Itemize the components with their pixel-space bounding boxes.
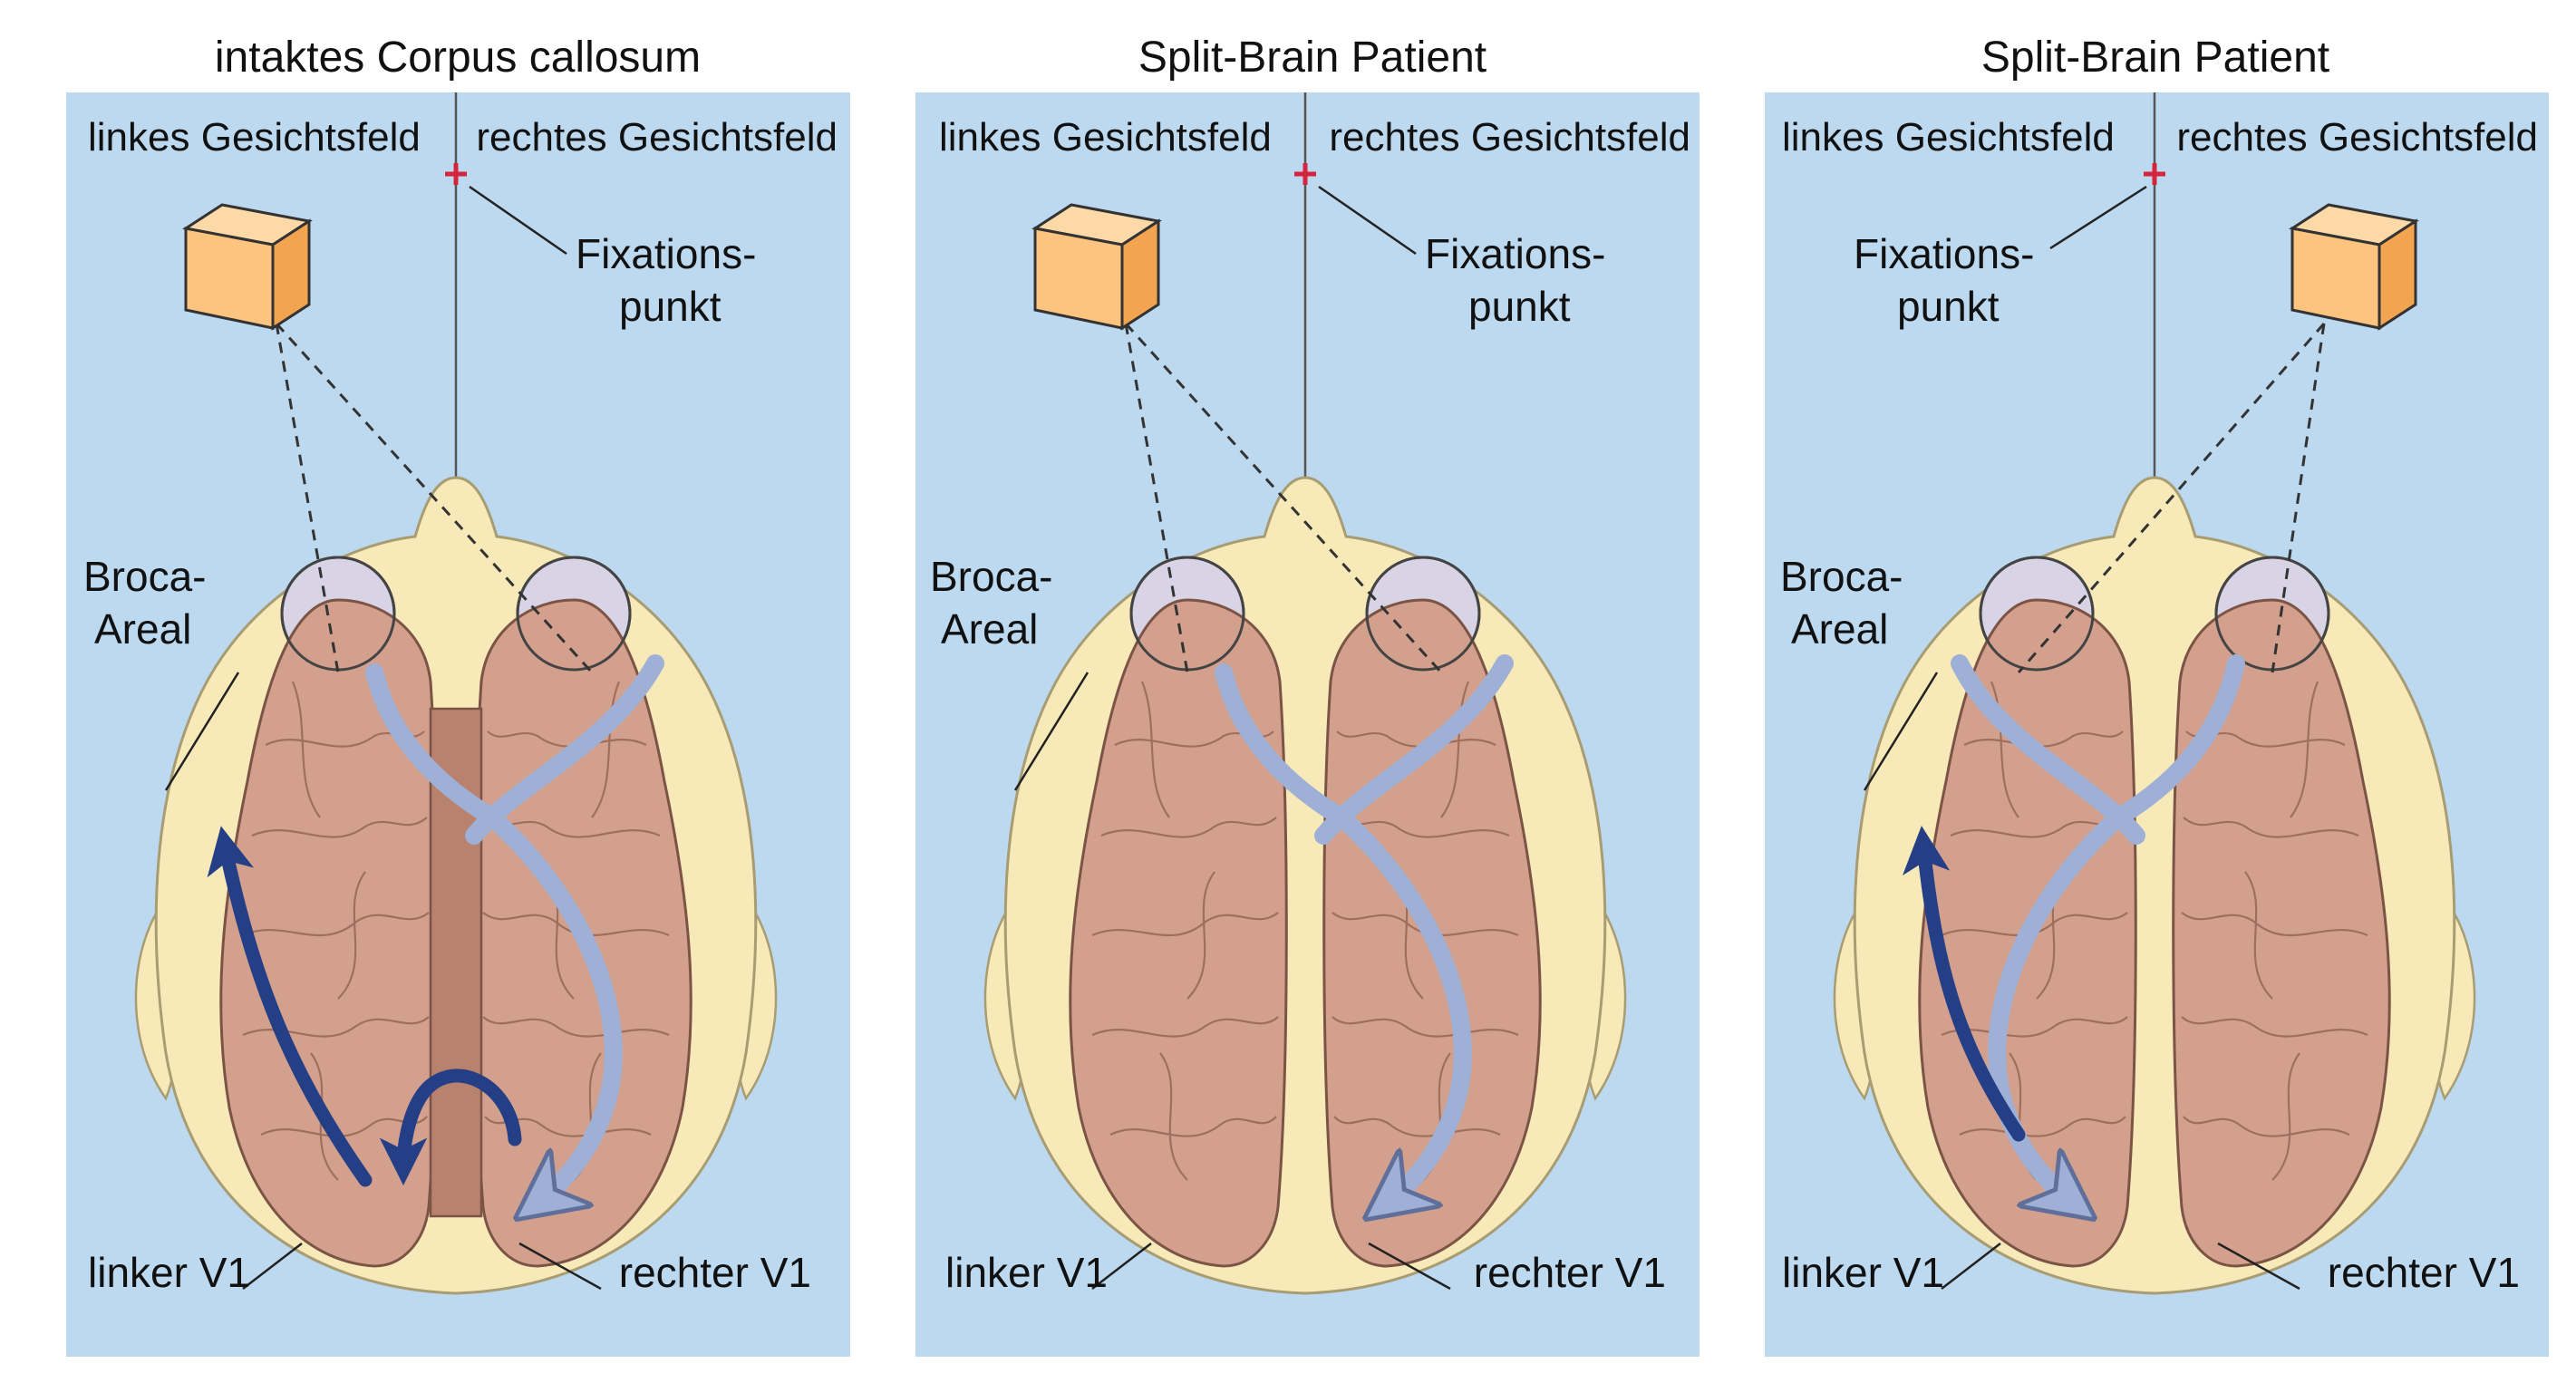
stimulus-cube xyxy=(2290,203,2417,330)
panel-3-fixation-line1: Fixations- xyxy=(1854,230,2034,277)
panel-3-broca-line1: Broca- xyxy=(1780,553,1903,600)
panel-3-fixation-leader xyxy=(2049,185,2147,250)
panel-split-right-stimulus xyxy=(1765,92,2549,1357)
panel-2-right-field: rechtes Gesichtsfeld xyxy=(1329,115,1690,160)
panel-intact xyxy=(66,92,850,1357)
panel-3-broca-line2: Areal xyxy=(1791,605,1888,653)
panel-3-left-v1: linker V1 xyxy=(1782,1249,1944,1296)
panel-3-left-field: linkes Gesichtsfeld xyxy=(1782,115,2115,160)
panel-1-fixation-line2: punkt xyxy=(619,283,721,330)
panel-1-left-v1: linker V1 xyxy=(88,1249,250,1296)
panel-3-title: Split-Brain Patient xyxy=(1981,34,2329,82)
panel-2-title: Split-Brain Patient xyxy=(1138,34,1487,82)
panel-2-fixation-line1: Fixations- xyxy=(1425,230,1605,277)
panel-1-broca-line1: Broca- xyxy=(83,553,206,600)
visual-rays xyxy=(275,322,594,674)
panel-1-fixation-leader xyxy=(469,185,567,256)
panel-3-fixation-line2: punkt xyxy=(1897,283,2000,330)
stimulus-cube xyxy=(184,203,311,330)
panel-3-right-field: rechtes Gesichtsfeld xyxy=(2176,115,2538,160)
panel-split-left-stimulus xyxy=(915,92,1700,1357)
panel-2-fixation-line2: punkt xyxy=(1468,283,1571,330)
panel-3-right-v1: rechter V1 xyxy=(2328,1249,2520,1296)
panel-2-right-v1: rechter V1 xyxy=(1474,1249,1666,1296)
panel-1-left-field: linkes Gesichtsfeld xyxy=(88,115,421,160)
stimulus-cube xyxy=(1033,203,1160,330)
panel-2-fixation-leader xyxy=(1318,185,1417,256)
visual-rays xyxy=(2017,323,2326,673)
panel-2-left-v1: linker V1 xyxy=(945,1249,1108,1296)
panel-2-broca-line1: Broca- xyxy=(930,553,1052,600)
optic-pathways xyxy=(365,654,664,1203)
panel-1-right-field: rechtes Gesichtsfeld xyxy=(476,115,838,160)
panel-1-right-v1: rechter V1 xyxy=(619,1249,811,1296)
visual-rays xyxy=(1124,322,1443,674)
transfer-arrows xyxy=(207,826,522,1187)
panel-1-title: intaktes Corpus callosum xyxy=(215,34,701,82)
panel-1-broca-line2: Areal xyxy=(94,605,191,653)
panel-1-fixation-line1: Fixations- xyxy=(576,230,756,277)
transfer-arrows xyxy=(1903,826,2026,1142)
optic-pathways xyxy=(1215,654,1514,1203)
panel-2-broca-line2: Areal xyxy=(941,605,1038,653)
panel-2-left-field: linkes Gesichtsfeld xyxy=(939,115,1272,160)
optic-pathways xyxy=(1951,654,2245,1203)
